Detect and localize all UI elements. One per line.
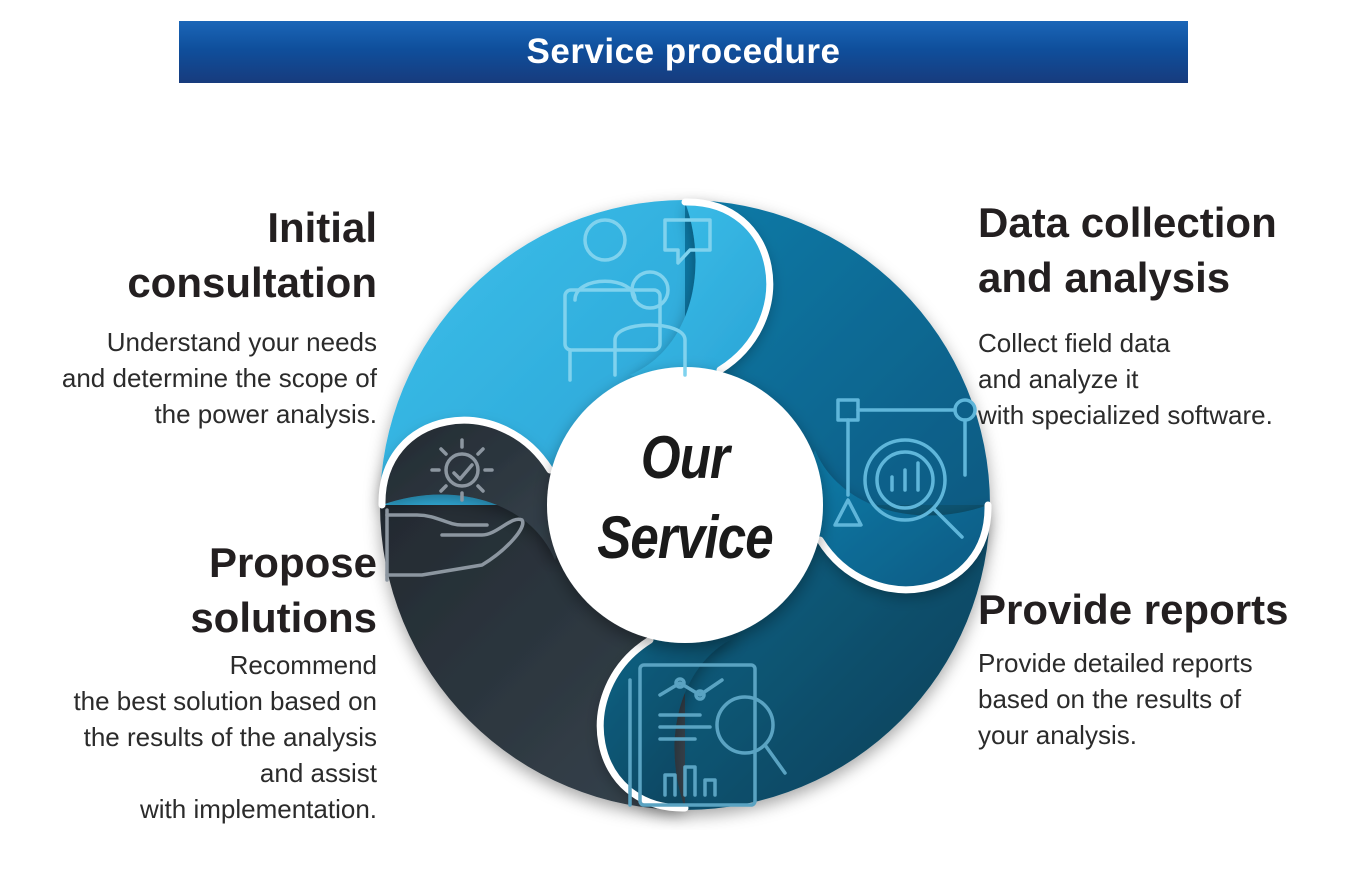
step-description-line: with implementation. bbox=[140, 794, 377, 824]
step-title-line: consultation bbox=[127, 259, 377, 306]
swirl-separator bbox=[816, 501, 992, 594]
step-title-line: Propose bbox=[208, 539, 377, 586]
step-description-line: Recommend bbox=[229, 650, 377, 680]
step-description: Recommend the best solution based on the… bbox=[0, 647, 377, 827]
service-cycle-diagram bbox=[378, 198, 992, 812]
step-description-line: and analyze it bbox=[978, 364, 1139, 394]
step-description-line: the results of the analysis bbox=[83, 722, 377, 752]
center-label: Our Service bbox=[540, 418, 830, 578]
step-title-line: Provide reports bbox=[978, 586, 1289, 633]
swirl-separator bbox=[681, 198, 774, 374]
step-provide-reports: Provide reports Provide detailed reports… bbox=[978, 582, 1358, 753]
magnifier-chart-icon bbox=[833, 398, 977, 539]
swirl-lobe-left bbox=[381, 420, 562, 560]
step-title: Propose solutions bbox=[0, 535, 377, 645]
report-document-icon bbox=[628, 663, 787, 807]
step-description-line: Provide detailed reports bbox=[978, 648, 1253, 678]
step-description-line: the power analysis. bbox=[154, 399, 377, 429]
hand-gear-icon bbox=[385, 438, 525, 582]
center-circle bbox=[547, 367, 823, 643]
step-title-line: and analysis bbox=[978, 254, 1231, 301]
step-title: Initial consultation bbox=[0, 200, 377, 310]
step-description-line: Collect field data bbox=[978, 328, 1171, 358]
step-description-line: and determine the scope of bbox=[61, 363, 377, 393]
step-title-line: Data collection bbox=[978, 199, 1277, 246]
step-description: Understand your needs and determine the … bbox=[0, 324, 377, 432]
step-description-line: your analysis. bbox=[978, 720, 1137, 750]
step-initial-consultation: Initial consultation Understand your nee… bbox=[0, 200, 377, 432]
step-title-line: solutions bbox=[190, 594, 377, 641]
header-banner: Service procedure bbox=[179, 21, 1188, 83]
page-title: Service procedure bbox=[526, 32, 841, 71]
center-label-line: Service bbox=[597, 504, 773, 571]
consultation-people-icon bbox=[563, 218, 712, 382]
step-description: Provide detailed reports based on the re… bbox=[978, 645, 1358, 753]
step-data-collection: Data collection and analysis Collect fie… bbox=[978, 195, 1358, 433]
swirl-lobe-top bbox=[630, 201, 770, 382]
step-description: Collect field data and analyze it with s… bbox=[978, 325, 1358, 433]
step-propose-solutions: Propose solutions Recommend the best sol… bbox=[0, 535, 377, 827]
step-description-line: the best solution based on bbox=[73, 686, 377, 716]
swirl-lobe-bottom bbox=[600, 628, 740, 809]
swirl-separator bbox=[596, 636, 689, 812]
swirl-separator bbox=[378, 416, 554, 509]
step-title: Provide reports bbox=[978, 582, 1358, 637]
step-description-line: with specialized software. bbox=[978, 400, 1273, 430]
step-description-line: and assist bbox=[259, 758, 377, 788]
step-description-line: Understand your needs bbox=[106, 327, 377, 357]
step-description-line: based on the results of bbox=[978, 684, 1242, 714]
center-label-line: Our bbox=[640, 424, 730, 491]
step-title: Data collection and analysis bbox=[978, 195, 1358, 305]
step-title-line: Initial bbox=[267, 204, 377, 251]
